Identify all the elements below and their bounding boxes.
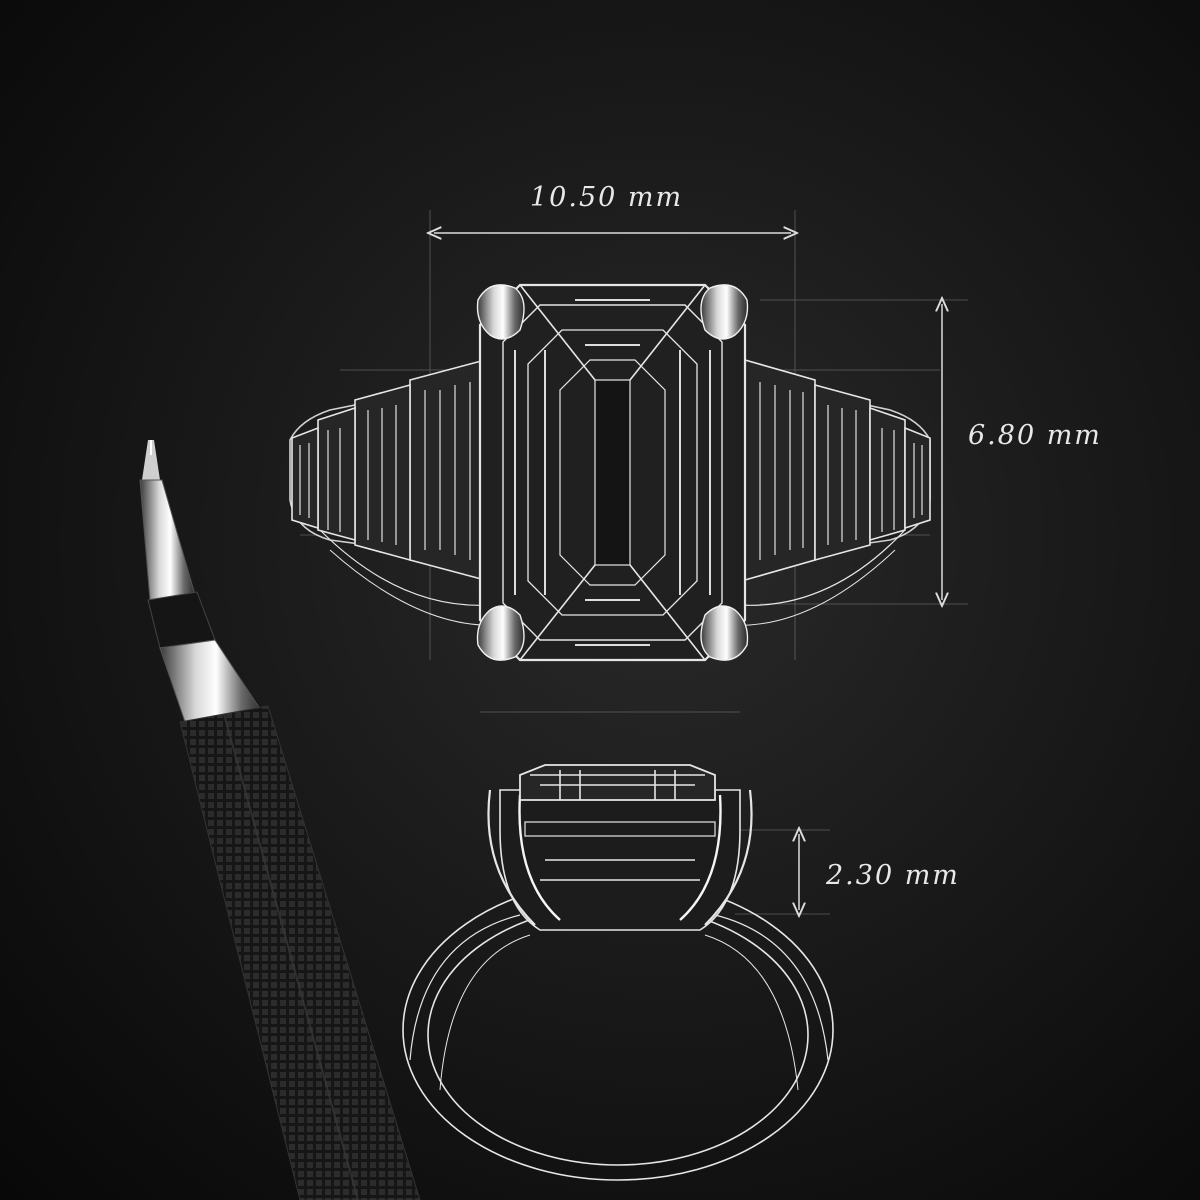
ring-top-view: [289, 283, 931, 662]
dimension-arrows: [434, 233, 942, 910]
width-dimension-label: 10.50 mm: [530, 182, 684, 213]
mechanical-pencil-icon: [139, 440, 421, 1200]
length-dimension-label: 6.80 mm: [968, 420, 1102, 451]
prongs: [476, 284, 749, 661]
ring-side-view: [402, 764, 834, 1181]
depth-dimension-label: 2.30 mm: [826, 860, 960, 891]
center-emerald-cut-stone: [478, 283, 747, 662]
left-side-stones: [291, 358, 486, 582]
right-side-stones: [744, 358, 931, 582]
